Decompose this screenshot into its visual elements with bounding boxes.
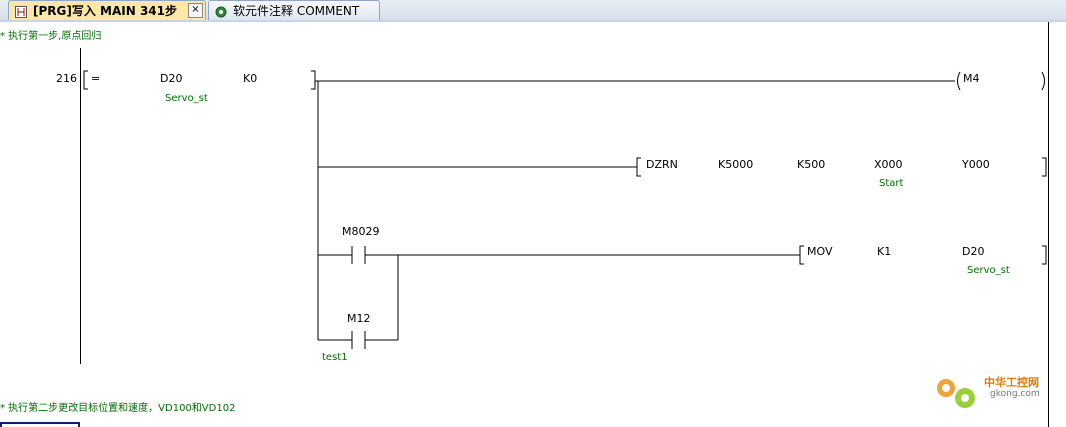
- ladder-program-icon: [15, 5, 27, 18]
- dzrn-param-2[interactable]: K500: [797, 158, 826, 171]
- close-icon[interactable]: ×: [188, 3, 203, 18]
- gear-icon: [937, 379, 975, 408]
- editor-top-border: [0, 20, 1066, 22]
- dzrn-instruction[interactable]: DZRN: [646, 158, 678, 171]
- device-comment-m12: test1: [322, 352, 348, 363]
- tab-comment[interactable]: 软元件注释 COMMENT: [208, 0, 380, 20]
- coil-device[interactable]: M4: [963, 72, 980, 85]
- editor-cursor[interactable]: [0, 422, 80, 427]
- compare-bracket-left: [83, 70, 88, 90]
- mov-source[interactable]: K1: [877, 245, 892, 258]
- compare-constant[interactable]: K0: [243, 72, 258, 85]
- dzrn-param-1[interactable]: K5000: [718, 158, 754, 171]
- comment-editor-icon: [215, 5, 227, 17]
- statement-comment-step2: * 执行第二步更改目标位置和速度，VD100和VD102: [0, 403, 236, 414]
- left-power-rail: [80, 48, 81, 364]
- compare-source-device[interactable]: D20: [160, 72, 183, 85]
- tab-label: [PRG]写入 MAIN 341步: [33, 3, 177, 18]
- mov-destination[interactable]: D20: [962, 245, 985, 258]
- tab-bar: [PRG]写入 MAIN 341步 × 软元件注释 COMMENT: [0, 0, 1066, 21]
- device-comment-d20-mov: Servo_st: [967, 265, 1010, 276]
- watermark-title: 中华工控网: [984, 376, 1039, 389]
- watermark: 中华工控网 gkong.com: [932, 372, 1062, 412]
- step-number: 216: [56, 72, 77, 85]
- tab-label: 软元件注释 COMMENT: [233, 3, 360, 18]
- dzrn-param-3[interactable]: X000: [874, 158, 903, 171]
- mov-instruction[interactable]: MOV: [807, 245, 833, 258]
- device-comment-x000: Start: [879, 178, 904, 189]
- coil-paren-left: [957, 71, 961, 91]
- dzrn-bracket-left: [636, 157, 641, 177]
- watermark-url: gkong.com: [990, 389, 1040, 399]
- tab-prg-main[interactable]: [PRG]写入 MAIN 341步 ×: [8, 0, 206, 20]
- device-comment-d20: Servo_st: [165, 93, 208, 104]
- dzrn-param-4[interactable]: Y000: [962, 158, 990, 171]
- coil-paren-right: [1041, 71, 1045, 91]
- right-power-rail: [1048, 22, 1049, 427]
- compare-operator[interactable]: =: [91, 72, 101, 85]
- contact-m12-device[interactable]: M12: [347, 312, 371, 325]
- statement-comment-step1: * 执行第一步,原点回归: [0, 31, 102, 42]
- dzrn-bracket-right: [1042, 157, 1047, 177]
- mov-bracket-left: [799, 245, 804, 265]
- mov-bracket-right: [1042, 245, 1047, 265]
- contact-m8029-device[interactable]: M8029: [342, 225, 380, 238]
- compare-bracket-right: [311, 70, 316, 90]
